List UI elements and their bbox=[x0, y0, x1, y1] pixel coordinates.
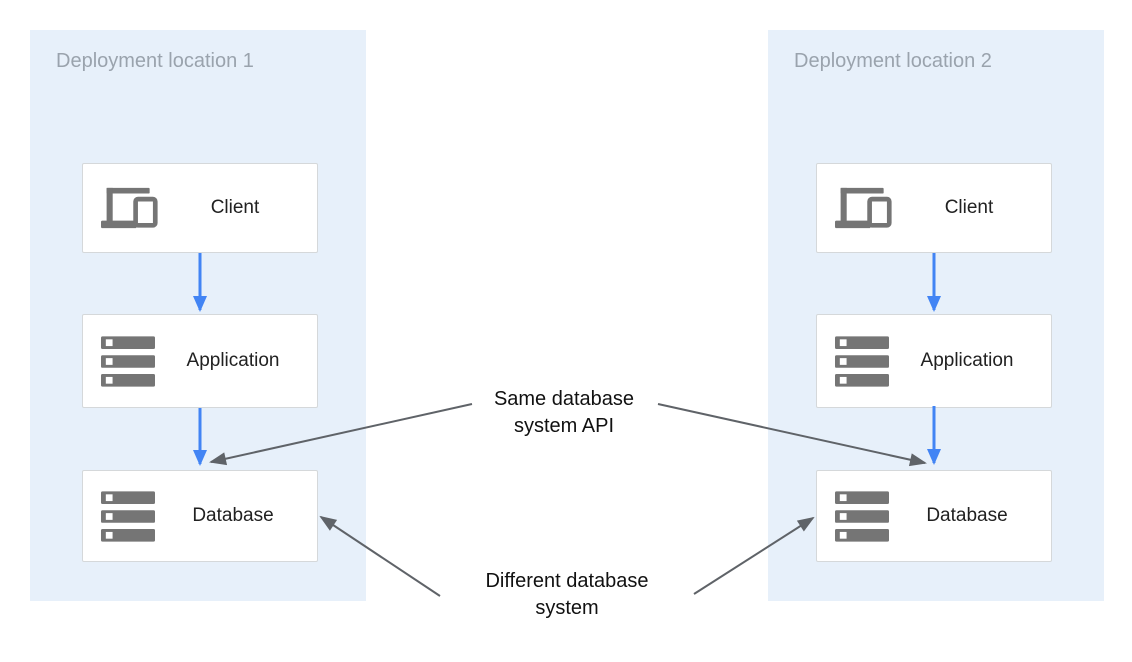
panel-title-1: Deployment location 1 bbox=[56, 50, 254, 72]
devices-icon bbox=[835, 187, 893, 229]
node-client-1: Client bbox=[82, 163, 318, 253]
annotation-line: system bbox=[535, 597, 599, 619]
server-stack-icon bbox=[835, 490, 889, 542]
node-database-2: Database bbox=[816, 470, 1052, 562]
panel-title-2: Deployment location 2 bbox=[794, 50, 992, 72]
server-stack-icon bbox=[101, 335, 155, 387]
annotation-line: system API bbox=[513, 415, 615, 437]
node-label: Client bbox=[210, 197, 260, 218]
node-application-1: Application bbox=[82, 314, 318, 408]
server-stack-icon bbox=[835, 335, 889, 387]
deployment-panel-1: Deployment location 1 Client A bbox=[30, 30, 366, 601]
node-client-2: Client bbox=[816, 163, 1052, 253]
annotation-line: Same database bbox=[493, 388, 635, 410]
devices-icon bbox=[101, 187, 159, 229]
annotation-different-database-system: Different database system bbox=[437, 568, 697, 622]
deployment-panel-2: Deployment location 2 Client A bbox=[768, 30, 1104, 601]
node-database-1: Database bbox=[82, 470, 318, 562]
node-application-2: Application bbox=[816, 314, 1052, 408]
node-label: Application bbox=[186, 350, 280, 371]
node-label: Database bbox=[192, 505, 274, 526]
annotation-line: Different database bbox=[485, 570, 649, 592]
node-label: Database bbox=[926, 505, 1008, 526]
annotation-same-database-api: Same database system API bbox=[434, 386, 694, 440]
server-stack-icon bbox=[101, 490, 155, 542]
node-label: Client bbox=[944, 197, 994, 218]
node-label: Application bbox=[920, 350, 1014, 371]
